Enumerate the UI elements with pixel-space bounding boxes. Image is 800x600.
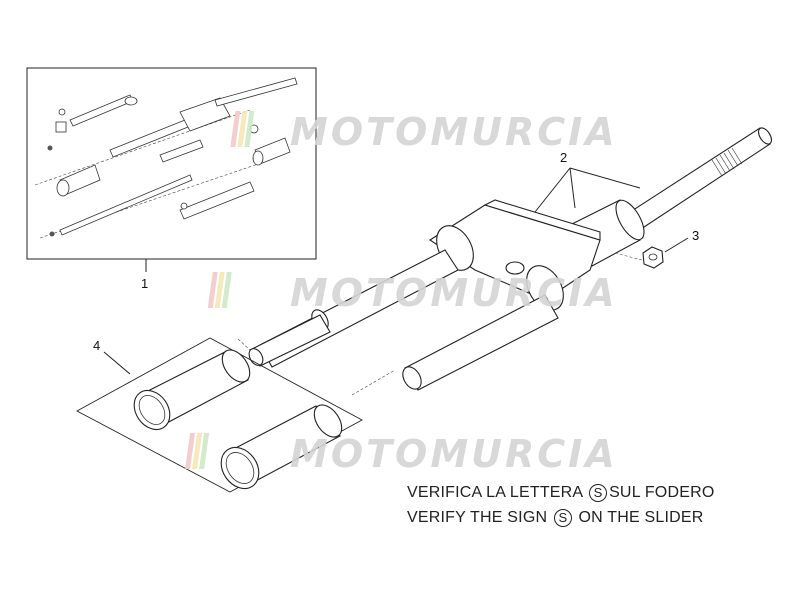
watermark-bottom: MOTOMURCIA: [185, 432, 618, 476]
svg-text:MOTOMURCIA: MOTOMURCIA: [290, 110, 618, 154]
nut-part: [614, 246, 664, 269]
svg-text:MOTOMURCIA: MOTOMURCIA: [290, 432, 618, 476]
steering-stem-part: [248, 127, 773, 391]
note-english: VERIFY THE SIGN S ON THE SLIDER: [407, 509, 704, 527]
sign-s-icon: S: [589, 484, 608, 502]
note-english-text: VERIFY THE SIGN: [407, 509, 552, 526]
inset-fork-assembly: [26, 67, 317, 260]
svg-text:MOTOMURCIA: MOTOMURCIA: [290, 271, 618, 315]
watermark-top: MOTOMURCIA: [230, 110, 618, 154]
sign-s-icon: S: [553, 509, 572, 527]
note-english-text-end: ON THE SLIDER: [573, 509, 704, 526]
watermark-middle: MOTOMURCIA: [207, 271, 618, 315]
note-italian-text: VERIFICA LA LETTERA: [407, 484, 588, 501]
note-italian-text-end: SUL FODERO: [609, 484, 715, 501]
callout-2: 2: [560, 150, 567, 165]
callout-4: 4: [93, 338, 100, 353]
slider-tubes-part: [76, 337, 396, 493]
callout-3: 3: [692, 228, 699, 243]
callout-1: 1: [141, 276, 148, 291]
